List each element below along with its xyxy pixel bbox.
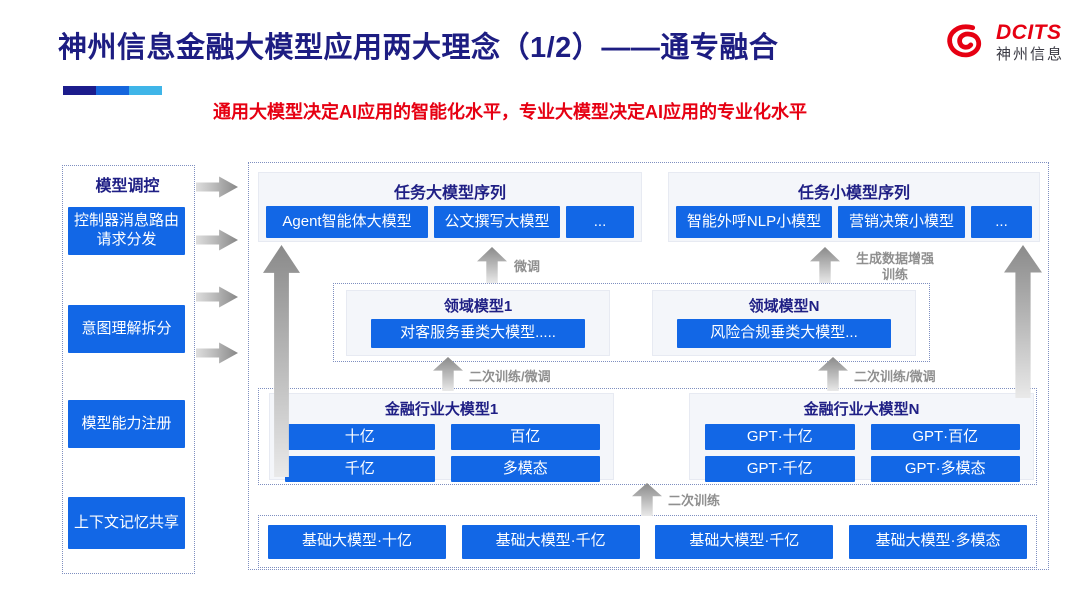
retrain-finetune-label: 二次训练/微调 — [469, 369, 551, 384]
sidebar-item-context-memory: 上下文记忆共享 — [68, 497, 185, 549]
task-small-model-panel: 任务小模型序列 智能外呼NLP小模型 营销决策小模型 ... — [668, 172, 1040, 242]
right-arrow-icon — [196, 176, 238, 198]
company-logo: DCITS 神州信息 — [944, 21, 1065, 67]
domain-model-1-title: 领域模型1 — [443, 298, 513, 315]
billion-model-button: 十亿 — [285, 424, 435, 450]
model-architecture-box — [248, 162, 1049, 570]
logo-brand-text: DCITS — [996, 21, 1062, 44]
domain-model-n-title: 领域模型N — [748, 298, 820, 315]
retrain-finetune-label: 二次训练/微调 — [854, 369, 936, 384]
gen-data-training-line2: 训练 — [881, 267, 908, 282]
retrain-label: 二次训练 — [668, 493, 721, 508]
logo-brand-cn: 神州信息 — [996, 46, 1065, 64]
task-large-panel-title: 任务大模型序列 — [393, 185, 506, 202]
task-small-panel-title: 任务小模型序列 — [797, 185, 910, 202]
right-arrow-icon — [196, 229, 238, 251]
base-model-hundred-billion-button: 基础大模型·千亿 — [655, 524, 834, 559]
accent-bar-segment — [129, 86, 162, 95]
page-title: 神州信息金融大模型应用两大理念（1/2）——通专融合 — [58, 32, 779, 64]
more-models-button: ... — [971, 206, 1032, 238]
gpt-ten-billion-model-button: GPT·百亿 — [870, 424, 1020, 450]
domain-model-n-panel: 领域模型N 风险合规垂类大模型... — [652, 290, 916, 356]
gpt-hundred-billion-model-button: GPT·千亿 — [705, 456, 855, 482]
model-control-sidebar — [62, 165, 195, 574]
right-arrow-icon — [196, 286, 238, 308]
dcits-swirl-icon — [944, 22, 990, 67]
gpt-multimodal-model-button: GPT·多模态 — [870, 456, 1020, 482]
domain-model-1-panel: 领域模型1 对客服务垂类大模型..... — [346, 290, 610, 356]
industry-model-n-panel: 金融行业大模型N GPT·十亿 GPT·百亿 GPT·千亿 GPT·多模态 — [689, 393, 1034, 482]
hundred-billion-model-button: 千亿 — [285, 456, 435, 482]
base-model-billion-button: 基础大模型·十亿 — [268, 524, 446, 559]
industry-model-1-panel: 金融行业大模型1 十亿 百亿 千亿 多模态 — [269, 393, 614, 482]
marketing-decision-model-button: 营销决策小模型 — [838, 206, 965, 238]
outbound-nlp-model-button: 智能外呼NLP小模型 — [676, 206, 832, 238]
sidebar-title: 模型调控 — [95, 178, 160, 195]
industry-models-box: 金融行业大模型1 十亿 百亿 千亿 多模态 金融行业大模型N GPT·十亿 GP… — [258, 388, 1037, 485]
risk-compliance-vertical-model-button: 风险合规垂类大模型... — [677, 319, 891, 348]
gpt-billion-model-button: GPT·十亿 — [705, 424, 855, 450]
industry-model-n-title: 金融行业大模型N — [803, 401, 920, 418]
customer-service-vertical-model-button: 对客服务垂类大模型..... — [371, 319, 585, 348]
task-large-model-panel: 任务大模型序列 Agent智能体大模型 公文撰写大模型 ... — [258, 172, 642, 242]
agent-large-model-button: Agent智能体大模型 — [266, 206, 428, 238]
ten-billion-model-button: 百亿 — [450, 424, 600, 450]
domain-models-box: 领域模型1 对客服务垂类大模型..... 领域模型N 风险合规垂类大模型... — [333, 283, 930, 362]
more-models-button: ... — [566, 206, 634, 238]
title-accent-bar — [63, 86, 162, 95]
base-models-box: 基础大模型·十亿 基础大模型·千亿 基础大模型·千亿 基础大模型·多模态 — [258, 515, 1037, 568]
accent-bar-segment — [63, 86, 96, 95]
multimodal-model-button: 多模态 — [450, 456, 600, 482]
document-writing-model-button: 公文撰写大模型 — [434, 206, 560, 238]
gen-data-training-label: 生成数据增强 训练 — [845, 251, 945, 283]
sidebar-item-controller-routing: 控制器消息路由请求分发 — [68, 207, 185, 255]
industry-model-1-title: 金融行业大模型1 — [384, 401, 499, 418]
sidebar-item-capability-register: 模型能力注册 — [68, 400, 185, 448]
sidebar-item-intent-split: 意图理解拆分 — [68, 305, 185, 353]
base-model-multimodal-button: 基础大模型·多模态 — [848, 524, 1027, 559]
finetune-label: 微调 — [514, 259, 541, 274]
right-arrow-icon — [196, 342, 238, 364]
gen-data-training-line1: 生成数据增强 — [855, 251, 934, 266]
base-model-hundred-billion-button: 基础大模型·千亿 — [461, 524, 640, 559]
accent-bar-segment — [96, 86, 129, 95]
slide-subtitle: 通用大模型决定AI应用的智能化水平，专业大模型决定AI应用的专业化水平 — [213, 102, 807, 122]
